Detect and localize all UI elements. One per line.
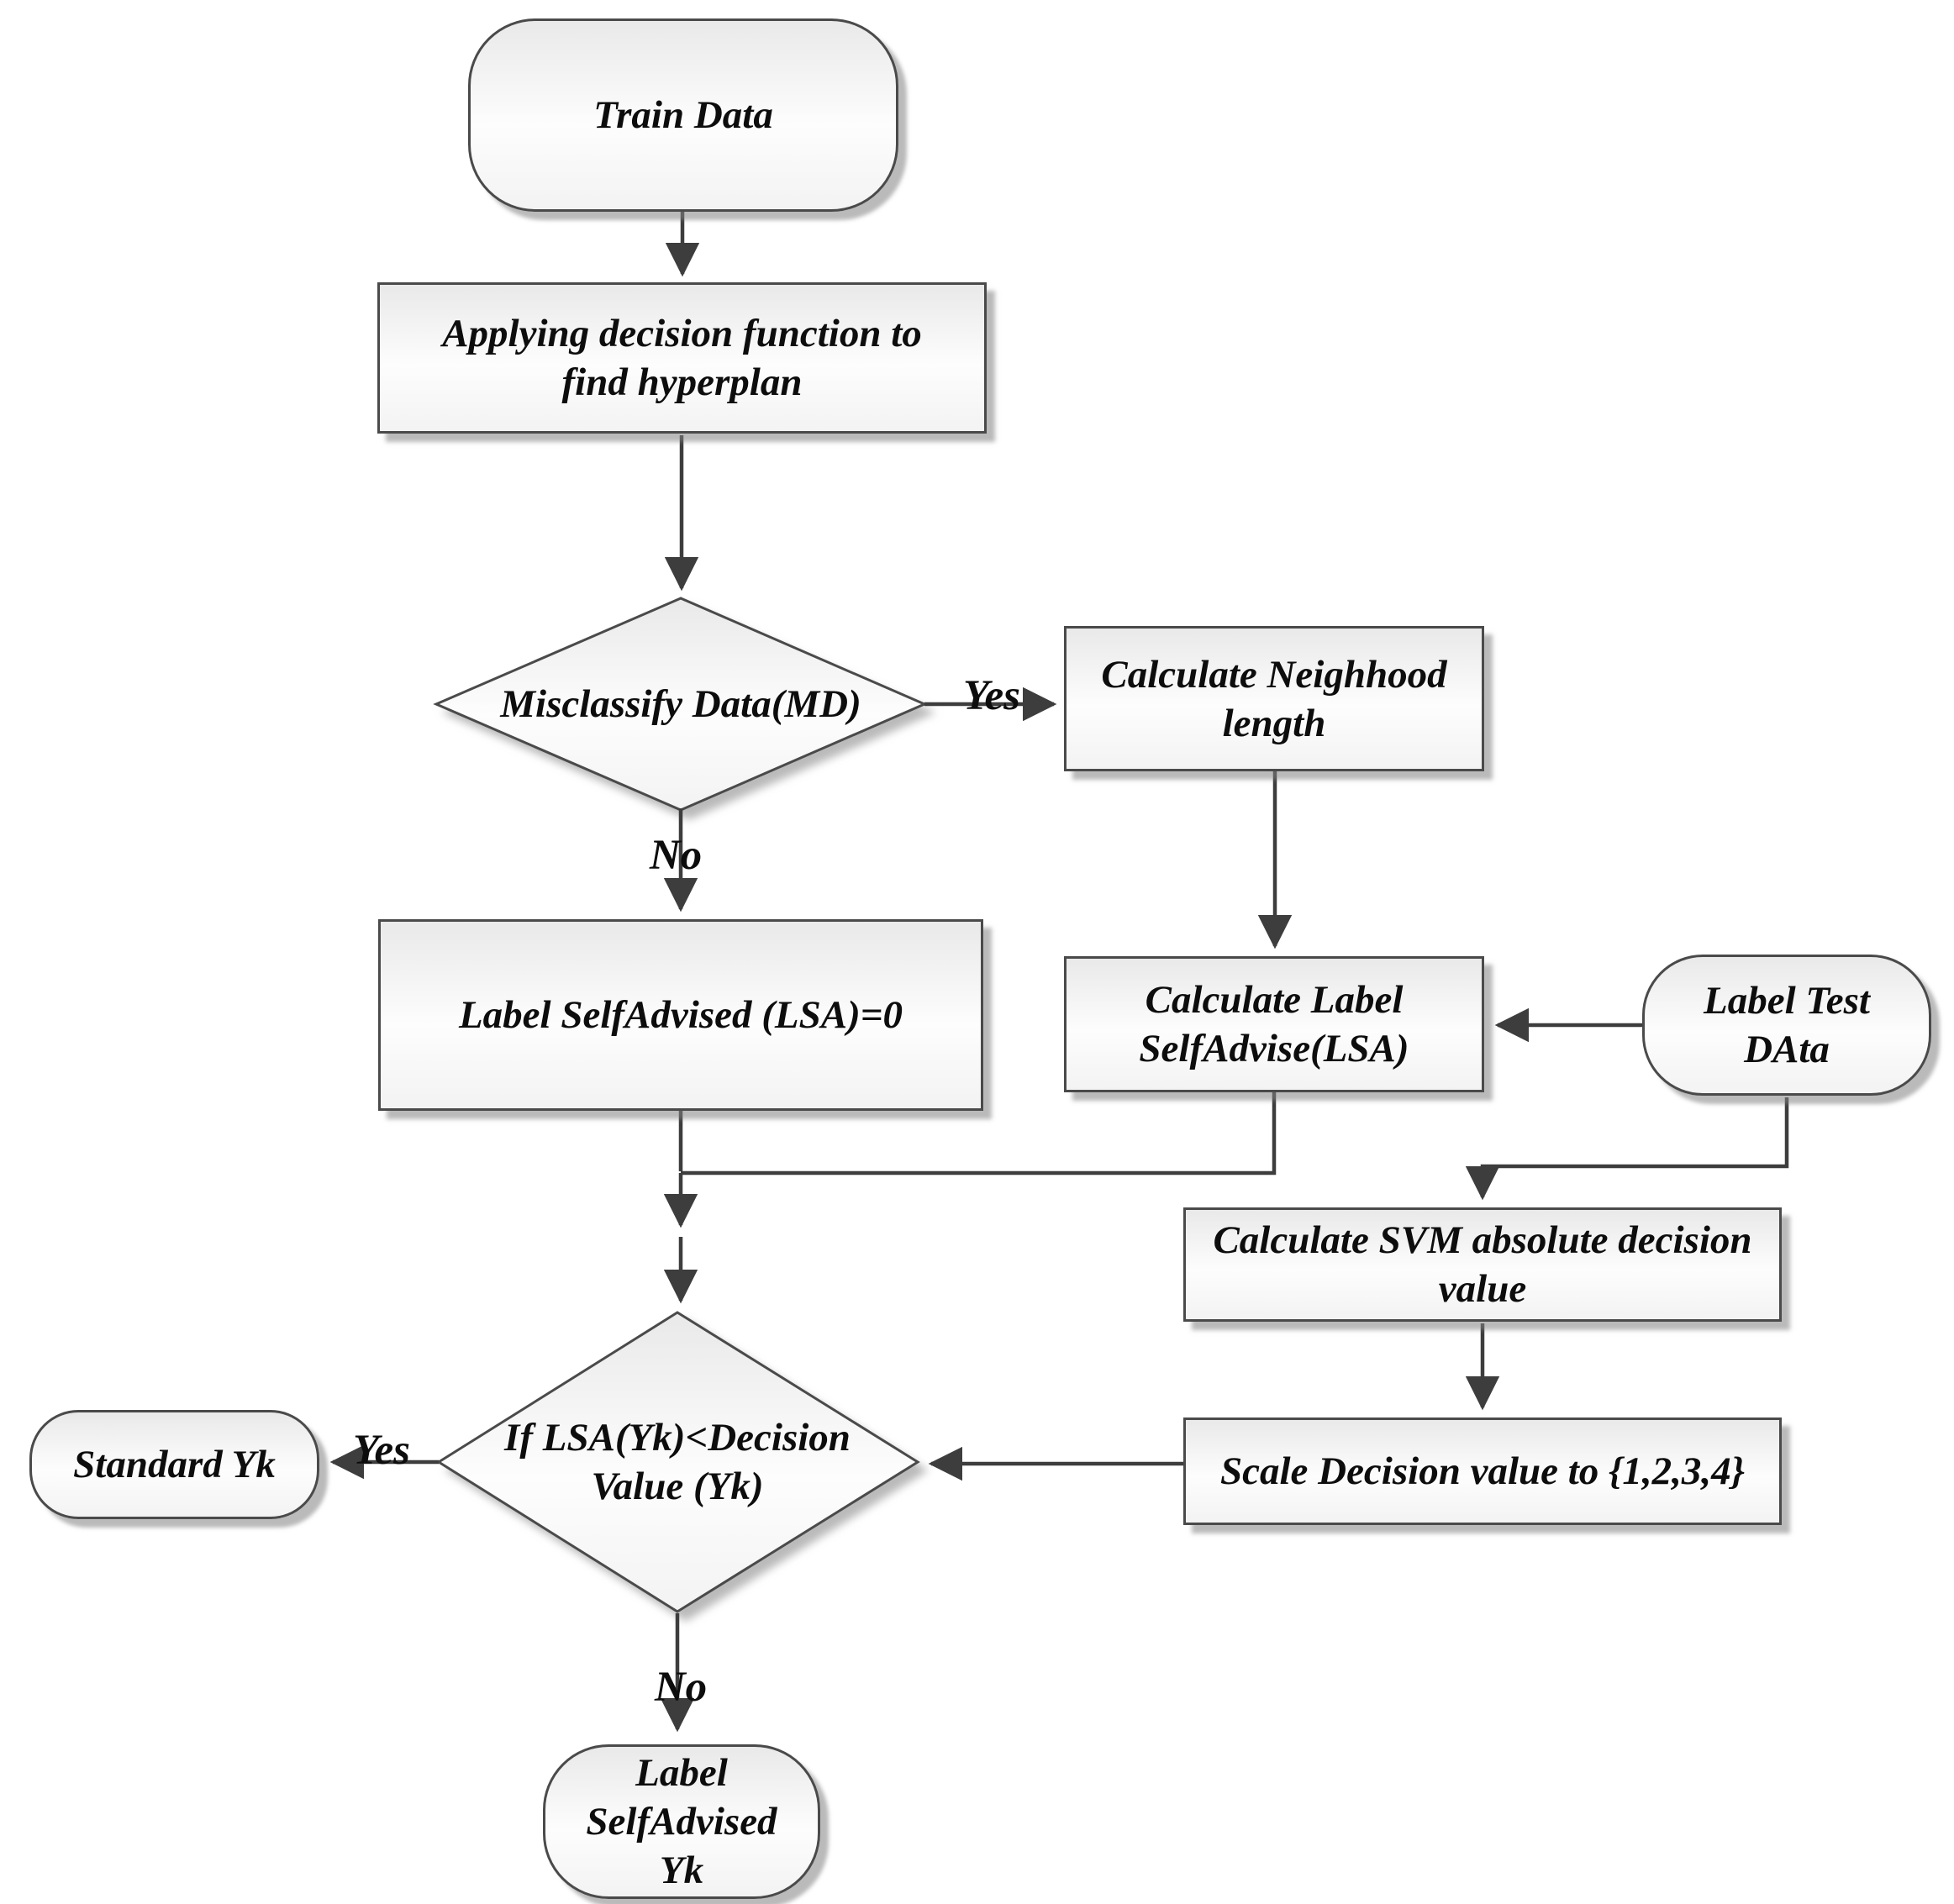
node-apply-decision: Applying decision function to find hyper… [377, 282, 987, 434]
node-label-line: Label Test [1704, 979, 1870, 1023]
node-label-line: Misclassify Data(MD) [500, 682, 861, 726]
node-label-line: find hyperplan [561, 360, 803, 404]
node-lsa-decision-label: If LSA(Yk)<Decision Value (Yk) [476, 1395, 879, 1529]
node-label-test-data: Label Test DAta [1642, 955, 1931, 1096]
node-label-selfadvised-yk: Label SelfAdvised Yk [543, 1744, 820, 1899]
node-label-selfadvised-zero: Label SelfAdvised (LSA)=0 [378, 919, 983, 1111]
node-calc-svm-abs: Calculate SVM absolute decision value [1183, 1207, 1782, 1322]
node-label-line: Calculate Neighhood [1101, 652, 1447, 697]
node-label-line: Applying decision function to [442, 312, 922, 355]
node-label-line: Standard Yk [73, 1443, 276, 1486]
edge-calclsa-merge [681, 1092, 1277, 1176]
node-label-line: Calculate Label [1145, 978, 1404, 1022]
edge-label-yes: Yes [963, 672, 1020, 719]
node-label-line: length [1222, 701, 1326, 745]
edge-label-no: No [654, 1664, 708, 1711]
node-label-line: SelfAdvised [586, 1800, 777, 1844]
node-train-data: Train Data [468, 18, 898, 212]
node-label-line: SelfAdvise(LSA) [1139, 1027, 1409, 1070]
edge-labeltestdata-to-calcsvm [1465, 1097, 1789, 1201]
node-label-line: Train Data [593, 93, 773, 137]
node-label-line: If LSA(Yk)<Decision [504, 1416, 851, 1460]
node-standard-yk: Standard Yk [29, 1410, 319, 1519]
node-label-line: DAta [1744, 1028, 1830, 1071]
node-calc-neighhood: Calculate Neighhood length [1064, 626, 1484, 771]
edge-label-yes: Yes [353, 1427, 410, 1474]
node-label-line: Value (Yk) [591, 1465, 764, 1508]
node-label-line: value [1438, 1267, 1527, 1311]
node-label-line: Calculate SVM absolute decision [1213, 1218, 1752, 1262]
node-label-line: Yk [659, 1849, 704, 1892]
node-label-line: Scale Decision value to {1,2,3,4} [1219, 1449, 1746, 1493]
edge-label-no: No [649, 832, 703, 879]
node-calc-label-selfadvise: Calculate Label SelfAdvise(LSA) [1064, 956, 1484, 1092]
node-scale-decision: Scale Decision value to {1,2,3,4} [1183, 1417, 1782, 1525]
node-misclassify-label: Misclassify Data(MD) [462, 664, 899, 744]
node-lsa-decision-diamond [436, 1311, 920, 1613]
node-label-line: Label SelfAdvised (LSA)=0 [458, 993, 903, 1037]
node-label-line: Label [635, 1751, 728, 1795]
